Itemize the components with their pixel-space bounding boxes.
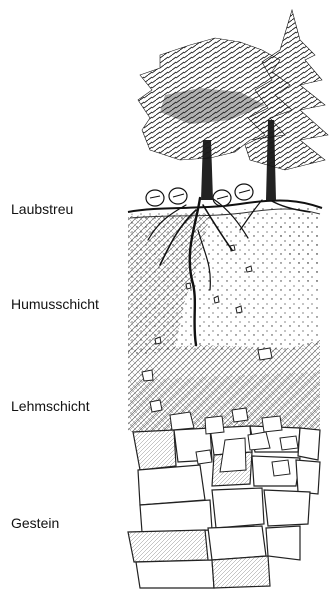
humus-layer: [128, 206, 320, 355]
label-laubstreu: Laubstreu: [11, 201, 73, 217]
label-lehmschicht: Lehmschicht: [11, 398, 90, 414]
label-gestein: Gestein: [11, 515, 59, 531]
label-humusschicht: Humusschicht: [11, 296, 99, 312]
loam-layer: [128, 340, 320, 432]
